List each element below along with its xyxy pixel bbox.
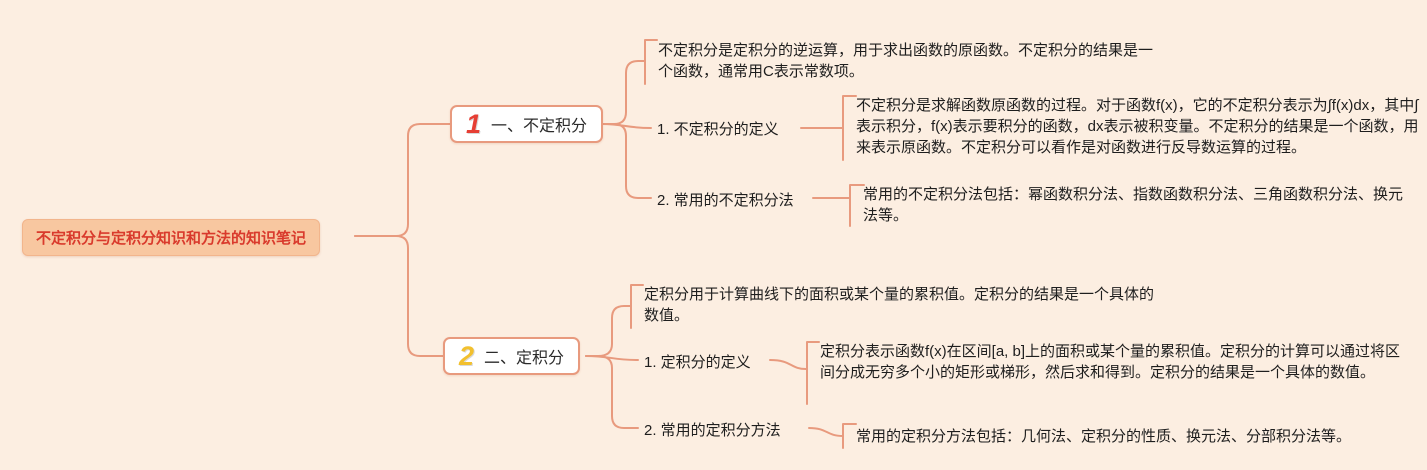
indefinite-methods-label[interactable]: 2. 常用的不定积分法 [657,192,794,209]
root-node[interactable]: 不定积分与定积分知识和方法的知识笔记 [22,219,321,256]
indefinite-summary-text[interactable]: 不定积分是定积分的逆运算，用于求出函数的原函数。不定积分的结果是一个函数，通常用… [658,42,1154,80]
branch-node-indefinite-integral[interactable]: 1 一、不定积分 [450,105,604,143]
bracket-detail2b [842,423,857,449]
bracket-detail2a [806,341,820,405]
bracket-detail1b [849,184,865,227]
bracket-summary2 [630,284,644,329]
connector-branch1-methods-label [601,123,652,199]
branch-node-definite-integral[interactable]: 2 二、定积分 [443,337,581,375]
branch-1-label: 一、不定积分 [491,118,588,135]
indefinite-definition-detail[interactable]: 不定积分是求解函数原函数的过程。对于函数f(x)，它的不定积分表示为∫f(x)d… [856,97,1419,156]
connector-root-branch2 [354,235,444,357]
connector-root-branch1 [354,123,451,237]
definite-definition-label[interactable]: 1. 定积分的定义 [644,354,751,371]
bracket-detail1a [842,95,857,161]
connector-branch2-summary [585,305,632,357]
connector-branch1-summary [601,60,646,125]
indefinite-methods-detail[interactable]: 常用的不定积分法包括：幂函数积分法、指数函数积分法、三角函数积分法、换元法等。 [863,186,1404,224]
connector-branch2-methods-label [585,355,639,429]
branch-2-label: 二、定积分 [484,350,565,367]
bracket-summary1 [644,39,658,85]
definite-summary-text[interactable]: 定积分用于计算曲线下的面积或某个量的累积值。定积分的结果是一个具体的数值。 [644,286,1155,324]
indefinite-definition-label[interactable]: 1. 不定积分的定义 [657,121,779,138]
definite-methods-detail[interactable]: 常用的定积分方法包括：几何法、定积分的性质、换元法、分部积分法等。 [856,428,1352,445]
branch-1-number: 1 [466,108,482,139]
definite-methods-label[interactable]: 2. 常用的定积分方法 [644,422,781,439]
connector-def2-detail [769,359,807,370]
definite-definition-detail[interactable]: 定积分表示函数f(x)在区间[a, b]上的面积或某个量的累积值。定积分的计算可… [820,343,1401,381]
branch-2-number: 2 [459,340,475,371]
connector-methods2-detail [808,427,844,437]
